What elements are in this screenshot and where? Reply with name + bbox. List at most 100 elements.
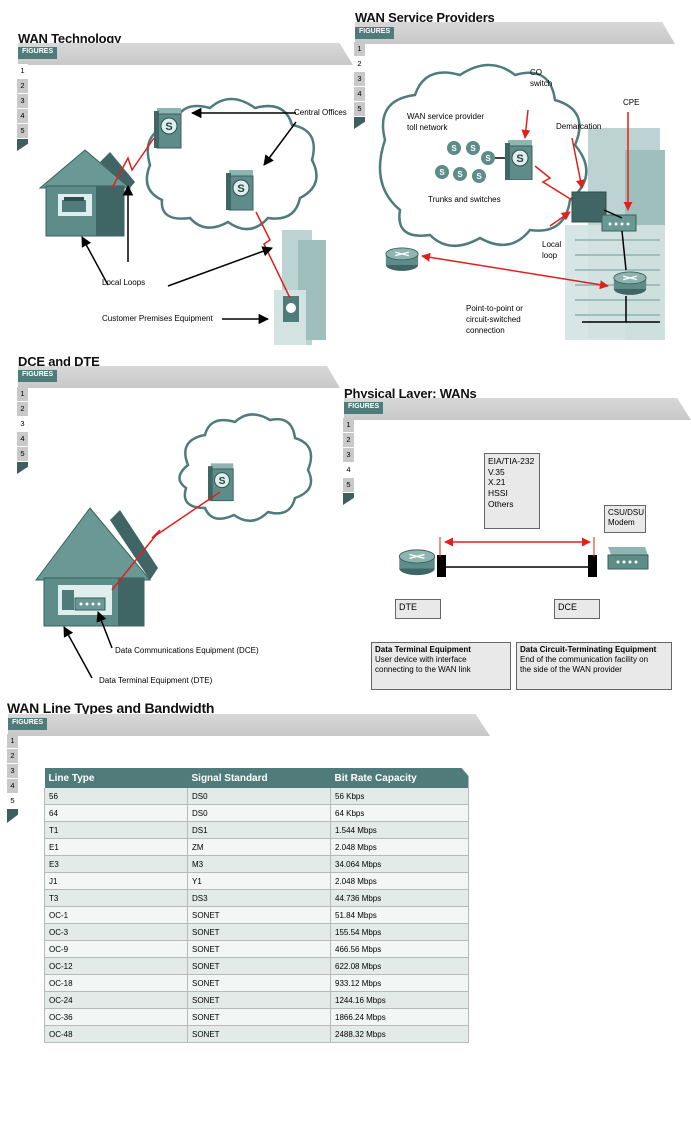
csu-dsu-icon — [601, 214, 637, 232]
table-cell: ZM — [187, 838, 331, 856]
table-cell: SONET — [187, 1008, 331, 1026]
figure-tab[interactable]: 2 — [7, 749, 18, 764]
table-cell: OC-48 — [44, 1025, 188, 1043]
cloud-icon — [145, 97, 318, 231]
table-cell: OC-36 — [44, 1008, 188, 1026]
trunks-label: Trunks and switches — [428, 195, 501, 204]
table-cell: 51.84 Mbps — [330, 906, 469, 924]
column-header: Line Type — [44, 768, 188, 788]
table-cell: SONET — [187, 906, 331, 924]
panel-title: WAN Service Providers — [355, 10, 495, 25]
dce-label: Data Communications Equipment (DCE) — [115, 646, 259, 655]
table-cell: DS3 — [187, 889, 331, 907]
table-cell: 56 — [44, 788, 188, 805]
figure-tab[interactable]: 1 — [17, 64, 28, 79]
figure-tab[interactable]: 4 — [17, 432, 28, 447]
dte-box: DTE — [395, 599, 441, 619]
svg-text:S: S — [457, 170, 463, 179]
table-cell: OC-9 — [44, 940, 188, 958]
table-cell: Y1 — [187, 872, 331, 890]
figure-tab[interactable]: 4 — [354, 87, 365, 102]
cpe-label: Customer Premises Equipment — [102, 314, 213, 323]
table-cell: 622.08 Mbps — [330, 957, 469, 975]
table-cell: SONET — [187, 974, 331, 992]
dce-dte-diagram — [35, 413, 313, 679]
figure-tab[interactable]: 4 — [7, 779, 18, 794]
figures-tab[interactable]: FIGURES — [344, 402, 384, 414]
figure-tab[interactable]: 4 — [17, 109, 28, 124]
table-cell: 64 Kbps — [330, 804, 469, 822]
table-cell: SONET — [187, 940, 331, 958]
table-cell: E3 — [44, 855, 188, 873]
cloud-icon — [178, 413, 313, 522]
figure-tab[interactable]: 2 — [17, 79, 28, 94]
column-header: Bit Rate Capacity — [330, 768, 469, 788]
router-icon — [385, 247, 419, 272]
svg-text:S: S — [451, 144, 457, 153]
figure-tab[interactable]: 2 — [354, 57, 365, 72]
figure-tab[interactable]: 1 — [354, 42, 365, 57]
figures-tab[interactable]: FIGURES — [18, 370, 58, 382]
figures-tab[interactable]: FIGURES — [18, 47, 58, 59]
figure-tab[interactable]: 3 — [7, 764, 18, 779]
figure-tab[interactable]: 2 — [17, 402, 28, 417]
building-icon — [565, 128, 665, 340]
table-cell: 56 Kbps — [330, 788, 469, 805]
figure-tab[interactable]: 1 — [7, 734, 18, 749]
figure-tab[interactable]: 5 — [354, 102, 365, 117]
building-icon — [274, 230, 326, 345]
standards-box: EIA/TIA-232 V.35 X.21 HSSI Others — [484, 453, 540, 529]
title-bar — [18, 43, 353, 65]
phone-icon — [62, 197, 86, 212]
figure-tab[interactable]: 4 — [343, 463, 354, 478]
table-cell: OC-18 — [44, 974, 188, 992]
table-cell: SONET — [187, 957, 331, 975]
computer-icon — [62, 590, 74, 610]
figure-tab[interactable]: 1 — [343, 418, 354, 433]
figure-tabs: 1 2 3 4 5 — [354, 42, 365, 129]
figure-tab[interactable]: 3 — [17, 417, 28, 432]
table-cell: OC-12 — [44, 957, 188, 975]
figure-tab[interactable]: 3 — [17, 94, 28, 109]
table-cell: M3 — [187, 855, 331, 873]
table-cell: 155.54 Mbps — [330, 923, 469, 941]
table-cell: T1 — [44, 821, 188, 839]
table-cell: SONET — [187, 991, 331, 1009]
figure-tab[interactable]: 3 — [343, 448, 354, 463]
table-cell: J1 — [44, 872, 188, 890]
table-cell: 34.064 Mbps — [330, 855, 469, 873]
figure-tab[interactable]: 5 — [7, 794, 18, 809]
dte-label: Data Terminal Equipment (DTE) — [99, 676, 213, 685]
figure-tabs: 1 2 3 4 5 — [17, 64, 28, 151]
figure-tab[interactable]: 1 — [17, 387, 28, 402]
figure-tab[interactable]: 2 — [343, 433, 354, 448]
csu-dsu-icon — [607, 547, 649, 570]
figure-tab[interactable]: 3 — [354, 72, 365, 87]
figures-tab[interactable]: FIGURES — [355, 27, 395, 39]
table-cell: OC-24 — [44, 991, 188, 1009]
figures-tab[interactable]: FIGURES — [8, 718, 48, 730]
figure-tab[interactable]: 5 — [17, 447, 28, 462]
figure-tabs: 1 2 3 4 5 — [7, 734, 18, 823]
table-header-row: Line Type Signal Standard Bit Rate Capac… — [44, 768, 469, 788]
table-cell: DS0 — [187, 788, 331, 805]
switch-icon — [505, 140, 533, 180]
local-loops-label: Local Loops — [102, 278, 146, 287]
table-cell: 64 — [44, 804, 188, 822]
figure-tab[interactable]: 5 — [343, 478, 354, 493]
house-icon — [38, 149, 135, 237]
figure-tab[interactable]: 5 — [17, 124, 28, 139]
dce-description: Data Circuit-Terminating Equipment End o… — [516, 642, 672, 690]
demarcation-label: Demarcation — [556, 122, 602, 131]
panel-title: WAN Line Types and Bandwidth — [7, 700, 215, 716]
